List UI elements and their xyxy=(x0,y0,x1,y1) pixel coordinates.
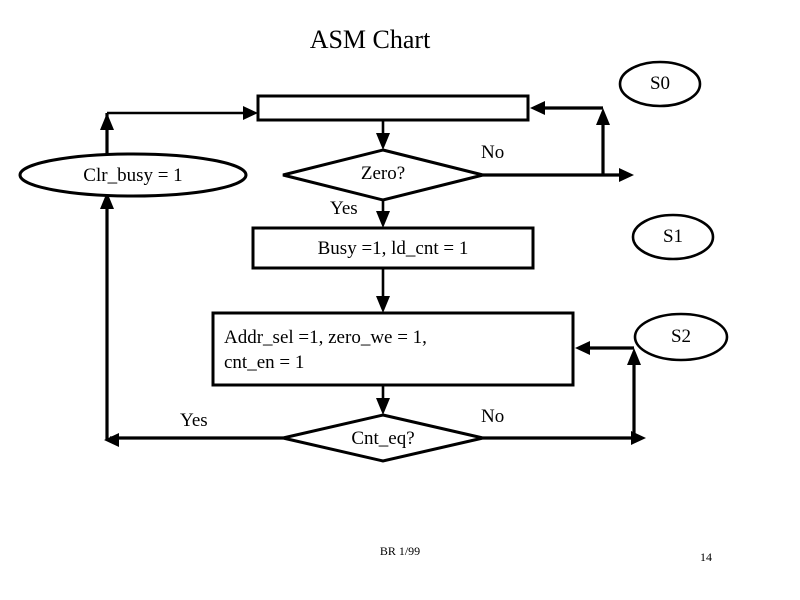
page-title: ASM Chart xyxy=(309,25,431,54)
state-box-busy[interactable] xyxy=(251,226,535,270)
state-box-addr-label-line1: Addr_sel =1, zero_we = 1, xyxy=(224,327,427,348)
branch-label-zero-yes: Yes xyxy=(330,198,358,219)
state-name-label-s1: S1 xyxy=(662,226,684,247)
arrowhead-up-above-clr-busy xyxy=(100,113,114,130)
arrowhead-into-top-box-right xyxy=(530,101,545,115)
state-name-bubble-s1[interactable] xyxy=(631,213,715,261)
arrowhead-into-addr-box xyxy=(376,296,390,313)
arrowhead-zero-no-corner xyxy=(619,168,634,182)
state-box-top[interactable] xyxy=(256,94,530,122)
state-name-bubble-s0[interactable] xyxy=(618,60,702,108)
arrowhead-into-cnteq-diamond xyxy=(376,398,390,415)
decision-zero-label: Zero? xyxy=(360,163,406,184)
arrowhead-into-top-box-left xyxy=(243,106,258,120)
state-box-addr-label: Addr_sel =1, zero_we = 1, cnt_en = 1 xyxy=(224,325,569,375)
arrowhead-cnteq-no-up xyxy=(627,348,641,365)
state-box-addr-label-line2: cnt_en = 1 xyxy=(224,352,305,373)
arrowhead-into-clr-busy xyxy=(100,192,114,209)
state-box-busy-label: Busy =1, ld_cnt = 1 xyxy=(317,238,469,259)
footer-attribution: BR 1/99 xyxy=(379,544,421,558)
arrowhead-into-addr-box-right xyxy=(575,341,590,355)
footer-page-number: 14 xyxy=(700,550,712,564)
conditional-output-clr-busy-label: Clr_busy = 1 xyxy=(83,165,183,186)
branch-label-cnteq-no: No xyxy=(481,406,505,427)
decision-cnteq-label: Cnt_eq? xyxy=(351,428,415,449)
branch-label-cnteq-yes: Yes xyxy=(180,410,208,431)
decision-cnteq-diamond[interactable] xyxy=(282,413,484,463)
state-name-label-s0: S0 xyxy=(649,73,671,94)
state-name-label-s2: S2 xyxy=(670,326,692,347)
arrowhead-zero-no-up xyxy=(596,108,610,125)
arrowhead-into-busy-box xyxy=(376,211,390,228)
conditional-output-clr-busy[interactable] xyxy=(18,152,248,198)
state-box-addr[interactable] xyxy=(211,311,575,387)
arrowhead-into-zero-diamond xyxy=(376,133,390,150)
state-name-bubble-s2[interactable] xyxy=(633,312,729,362)
branch-label-zero-no: No xyxy=(481,142,505,163)
